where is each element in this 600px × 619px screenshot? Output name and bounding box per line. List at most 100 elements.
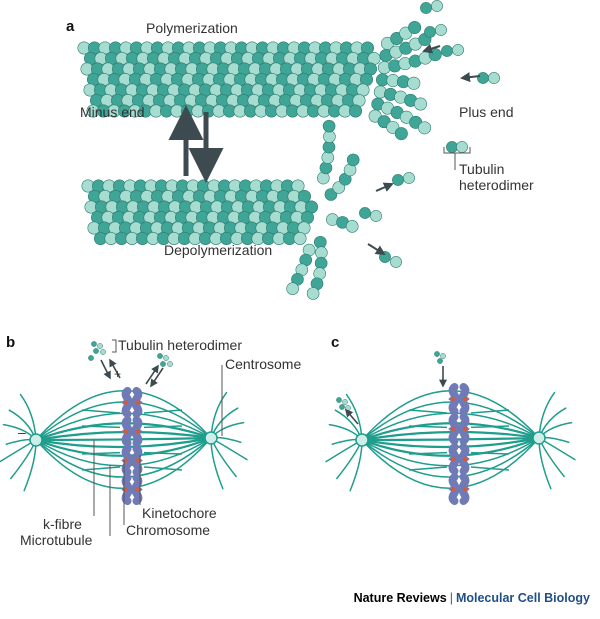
free-tubulin-dimers (359, 0, 500, 268)
dimer-incoming-arrow-icon (460, 72, 481, 83)
tubulin-subunit (345, 220, 359, 233)
kinetochore (462, 396, 468, 402)
depolymerization-label: Depolymerization (164, 242, 273, 258)
interpolar-microtubule (470, 425, 510, 429)
tubulin-subunit (286, 282, 299, 295)
tubulin-subunit (456, 141, 468, 153)
dimer-flux (88, 355, 121, 379)
tubulin-subunit (390, 256, 402, 268)
chromosome (121, 445, 143, 476)
astral-microtubule (336, 439, 363, 480)
centrosome (532, 431, 546, 445)
tubulin-subunit (435, 24, 447, 36)
b-tubulin-bracket (112, 339, 117, 353)
dimer-release-arrow-icon (367, 243, 386, 256)
tubulin-heterodimer-label: Tubulin heterodimer (118, 337, 242, 353)
tubulin-subunit (370, 210, 382, 222)
interpolar-microtubule (470, 466, 510, 471)
centrosome (204, 431, 218, 445)
flux-arrow-icon (100, 359, 111, 380)
dimer-flux (336, 397, 359, 425)
astral-microtubule (23, 439, 37, 492)
tubulin-subunit (322, 140, 336, 154)
kinetochore (462, 456, 468, 462)
kinetochore-label: Kinetochore (142, 505, 217, 521)
plus-end-label: Plus end (459, 104, 514, 120)
interpolar-microtubule (143, 451, 183, 455)
tubulin-subunit (414, 97, 428, 111)
chromosome (121, 474, 143, 505)
astral-microtubule (538, 437, 552, 490)
kinetochore (123, 487, 129, 492)
interpolar-microtubule (81, 425, 121, 429)
kinetochore (135, 400, 141, 405)
kinetochore (462, 426, 468, 432)
tubulin-subunit (359, 207, 371, 219)
tubulin-subunit (441, 45, 453, 57)
dimer-release-arrow-icon (375, 182, 394, 192)
chromosome-label: Chromosome (126, 522, 211, 538)
flux-arrow-icon (145, 364, 159, 385)
panel-label-b: b (6, 334, 16, 351)
panel-c-spindle (325, 351, 576, 505)
tubulin-label-line1: Tubulin (459, 161, 505, 177)
dimer-flux (150, 353, 173, 388)
chromosome (448, 413, 470, 445)
dimer-flux (91, 341, 111, 380)
minus-sign: – (18, 424, 26, 440)
tubulin-subunit (446, 141, 458, 153)
tubulin-subunit (488, 72, 500, 84)
tubulin-subunit (322, 119, 336, 133)
interpolar-microtubule (143, 425, 183, 429)
tubulin-subunit (319, 161, 333, 175)
interpolar-microtubule (408, 466, 448, 471)
panel-a-arrows (168, 43, 481, 256)
journal-name: Nature Reviews (353, 591, 447, 605)
centrosome (355, 433, 369, 447)
kinetochore (123, 429, 129, 434)
tubulin-subunit (315, 246, 328, 259)
dimer-flux (145, 364, 159, 385)
tubulin-subunit (321, 151, 335, 164)
interpolar-microtubule (470, 409, 510, 414)
tubulin-subunit (408, 21, 422, 35)
chromosome (121, 387, 143, 418)
chromosome (448, 443, 470, 475)
interpolar-microtubule (81, 451, 121, 455)
tubulin-subunit (293, 232, 307, 246)
panel-label-c: c (331, 334, 340, 351)
astral-microtubule (210, 437, 237, 478)
kinetochore (450, 426, 456, 432)
kinetochore (450, 396, 456, 402)
tubulin-subunit (418, 121, 432, 135)
panel-label-a: a (66, 18, 75, 35)
polymerizing-microtubule (77, 21, 442, 141)
tubulin-subunit (348, 104, 362, 118)
interpolar-microtubule (408, 409, 448, 414)
tubulin-subunit (420, 2, 432, 14)
tubulin-subunit (332, 181, 346, 194)
interpolar-microtubule (81, 466, 121, 471)
interpolar-microtubule (470, 451, 510, 455)
kinetochore (135, 429, 141, 434)
plus-sign: + (114, 367, 122, 381)
subjournal-name: Molecular Cell Biology (455, 591, 590, 605)
dimer-flux (434, 351, 447, 388)
flux-arrow-icon (150, 367, 164, 388)
tubulin-subunit (407, 76, 421, 90)
spindle-microtubule (361, 412, 540, 441)
credit-separator: | (449, 591, 453, 605)
k-fibre-label: k-fibre (43, 516, 82, 532)
tubulin-subunit (346, 153, 360, 167)
tubulin-subunit (424, 26, 436, 38)
interpolar-microtubule (143, 409, 183, 414)
astral-microtubule (538, 437, 565, 478)
tubulin-subunit (314, 256, 328, 270)
astral-microtubule (349, 439, 363, 492)
tubulin-subunit (428, 48, 442, 62)
microtubule-label: Microtubule (20, 532, 93, 548)
kinetochore (462, 486, 468, 492)
tubulin-subunit (323, 130, 336, 143)
